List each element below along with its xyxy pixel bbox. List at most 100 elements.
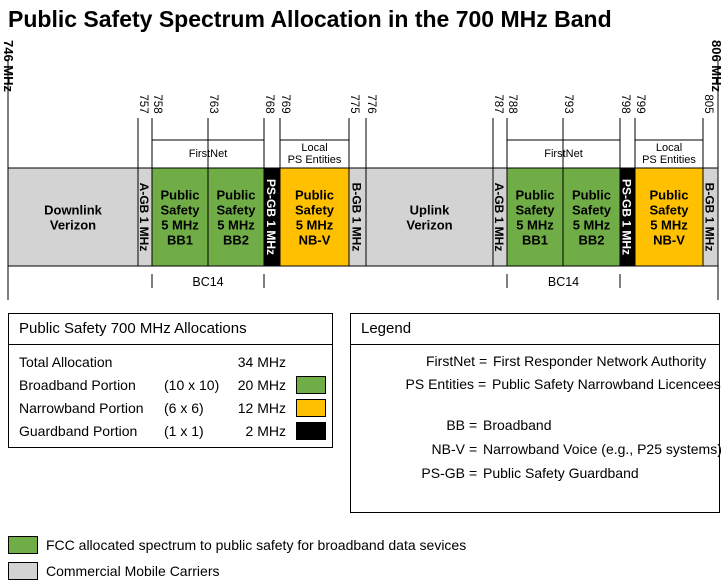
band-label: Downlink [44, 203, 103, 218]
band-label: Safety [216, 203, 256, 218]
group-label: PS Entities [642, 154, 696, 166]
legend-divider [351, 344, 719, 345]
legend-abbr: PS Entities [405, 376, 474, 392]
legend-equals: = [478, 376, 487, 392]
band-label: 5 MHz [573, 218, 611, 233]
legend-abbr: BB [446, 417, 465, 433]
guardband-label: B-GB 1 MHz [703, 183, 717, 252]
allocation-swatch [296, 399, 326, 417]
band-block [365, 167, 494, 267]
band-label: Public [572, 188, 611, 203]
legend-title: Legend [361, 320, 412, 337]
tick-label: 788 [506, 94, 518, 113]
band-label: BB2 [578, 233, 604, 248]
group-label: FirstNet [544, 148, 583, 160]
allocation-value: 20 MHz [237, 377, 286, 393]
band-block [702, 167, 719, 267]
legend-meaning: Broadband [483, 417, 552, 433]
band-label: Safety [295, 203, 335, 218]
band-block [207, 167, 265, 267]
band-label: BB1 [167, 233, 193, 248]
band-block [506, 167, 564, 267]
tick-label: 758 [151, 94, 163, 113]
allocation-value: 34 MHz [237, 354, 286, 370]
allocation-swatch [296, 422, 326, 440]
allocations-title: Public Safety 700 MHz Allocations [19, 320, 247, 337]
color-key-label: FCC allocated spectrum to public safety … [46, 537, 467, 553]
band-label: 5 MHz [516, 218, 554, 233]
color-key-swatch [8, 536, 38, 554]
tick-label: 787 [492, 94, 504, 113]
band-label: 5 MHz [650, 218, 688, 233]
band-label: Safety [515, 203, 555, 218]
legend-meaning: Public Safety Narrowband Licencees [492, 376, 721, 392]
legend-meaning: Narrowband Voice (e.g., P25 systems) [483, 441, 722, 457]
group-label: FirstNet [189, 148, 228, 160]
allocation-label: Total Allocation [19, 354, 113, 370]
band-class-label: BC14 [192, 275, 223, 289]
tick-label: 776 [365, 94, 377, 113]
band-label: Safety [572, 203, 612, 218]
tick-label: 798 [619, 94, 631, 113]
band-block [7, 167, 139, 267]
band-label: Public [216, 188, 255, 203]
allocation-detail: (10 x 10) [164, 377, 220, 393]
color-key-label: Commercial Mobile Carriers [46, 563, 220, 579]
guardband-label: A-GB 1 MHz [137, 183, 151, 252]
tick-label: 757 [137, 94, 149, 113]
left-edge-label: 746 MHz [1, 40, 16, 93]
tick-label: 805 [702, 94, 714, 113]
legend-equals: = [469, 417, 478, 433]
band-label: Public [295, 188, 334, 203]
tick-label: 793 [562, 94, 574, 113]
band-label: 5 MHz [296, 218, 334, 233]
group-label: Local [656, 142, 682, 154]
guardband-label: A-GB 1 MHz [492, 183, 506, 252]
band-label: Safety [160, 203, 200, 218]
band-label: NB-V [653, 233, 685, 248]
allocation-value: 12 MHz [237, 400, 286, 416]
allocation-label: Guardband Portion [19, 423, 138, 439]
band-label: 5 MHz [217, 218, 255, 233]
group-label: Local [301, 142, 327, 154]
band-label: Uplink [410, 203, 450, 218]
band-block [634, 167, 704, 267]
tick-label: 799 [634, 94, 646, 113]
color-key-swatch [8, 562, 38, 580]
page-title: Public Safety Spectrum Allocation in the… [8, 6, 612, 32]
tick-label: 763 [207, 94, 219, 113]
band-label: Public [160, 188, 199, 203]
guardband-label: B-GB 1 MHz [350, 183, 364, 252]
legend-panel: Legend FirstNet=First Responder Network … [350, 313, 722, 513]
band-plan-chart: Public Safety Spectrum Allocation in the… [1, 6, 724, 300]
band-class-label: BC14 [548, 275, 579, 289]
legend-equals: = [479, 353, 488, 369]
allocation-value: 2 MHz [245, 423, 286, 439]
legend-equals: = [469, 441, 478, 457]
band-block [279, 167, 350, 267]
allocations-panel: Public Safety 700 MHz Allocations Total … [8, 313, 333, 448]
band-label: Safety [649, 203, 689, 218]
allocation-detail: (1 x 1) [164, 423, 204, 439]
legend-meaning: Public Safety Guardband [483, 465, 639, 481]
band-label: Public [649, 188, 688, 203]
guardband-label: PS-GB 1 MHz [620, 179, 634, 255]
allocation-label: Narrowband Portion [19, 400, 144, 416]
allocation-swatch [296, 376, 326, 394]
legend-equals: = [469, 465, 478, 481]
tick-label: 775 [348, 94, 360, 113]
guardband-label: PS-GB 1 MHz [264, 179, 278, 255]
band-block [151, 167, 209, 267]
band-label: BB1 [522, 233, 548, 248]
band-class-labels: BC14 BC14 [151, 274, 621, 289]
band-label: Verizon [50, 218, 96, 233]
legend-abbr: FirstNet [426, 353, 475, 369]
legend-abbr: PS-GB [421, 465, 465, 481]
tick-label: 768 [263, 94, 275, 113]
band-label: 5 MHz [161, 218, 199, 233]
group-label: PS Entities [288, 154, 342, 166]
tick-label: 769 [279, 94, 291, 113]
